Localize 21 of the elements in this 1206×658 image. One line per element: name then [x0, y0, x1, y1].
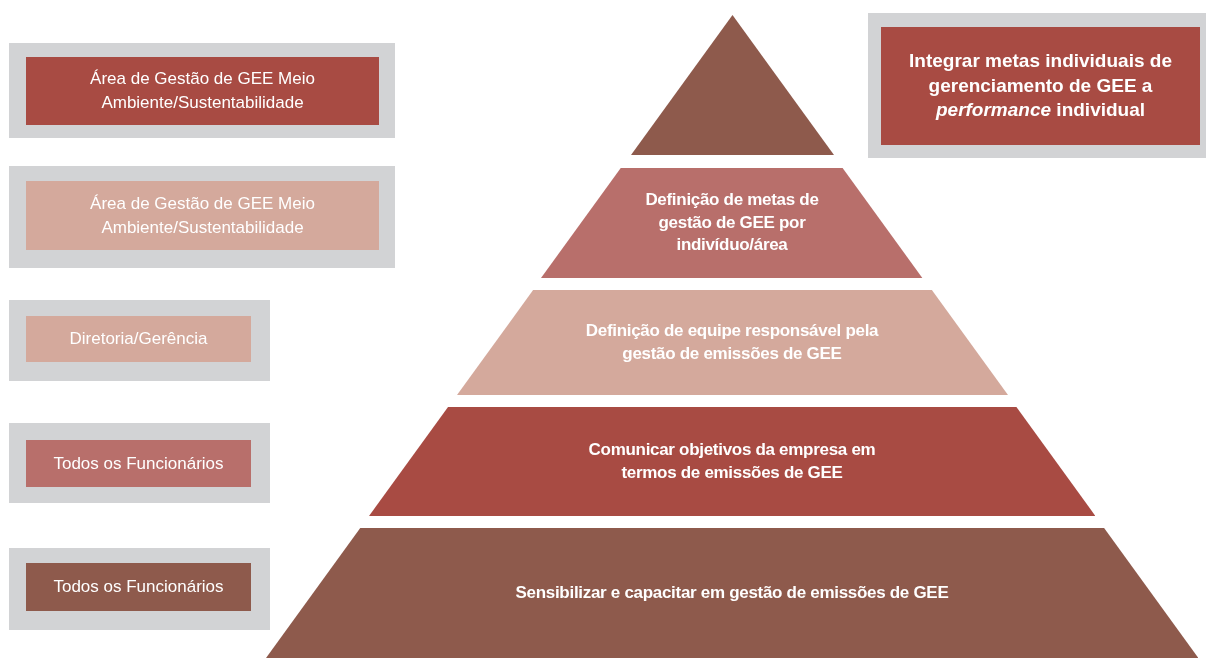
- role-label: Área de Gestão de GEE Meio Ambiente/Sustentabilidade: [26, 57, 379, 125]
- label-frame: [9, 300, 270, 381]
- pyramid-top-triangle: [630, 15, 834, 155]
- label-frame: [9, 548, 270, 630]
- level-text: Sensibilizar e capacitar em gestão de emissões de GEE: [514, 581, 950, 604]
- level-text: Definição de metas de gestão de GEE por indivíduo/área: [644, 188, 820, 257]
- pyramid-level: [456, 290, 1008, 395]
- label-frame: [9, 423, 270, 503]
- label-frame: [9, 43, 395, 138]
- role-label: Todos os Funcionários: [26, 563, 251, 611]
- label-frame: [9, 166, 395, 268]
- label-frame: [868, 13, 1206, 158]
- pyramid-level: [541, 168, 923, 278]
- role-label: Diretoria/Gerência: [26, 316, 251, 362]
- pyramid-level: [368, 407, 1096, 516]
- role-label: Todos os Funcionários: [26, 440, 251, 487]
- callout-box: Integrar metas individuais de gerenciamento de GEE a performance individual: [881, 27, 1200, 145]
- level-text: Definição de equipe responsável pela gestão de emissões de GEE: [584, 319, 880, 365]
- level-text: Comunicar objetivos da empresa em termos de emissões de GEE: [587, 438, 877, 484]
- pyramid-level: [265, 528, 1199, 658]
- role-label: Área de Gestão de GEE Meio Ambiente/Sustentabilidade: [26, 181, 379, 250]
